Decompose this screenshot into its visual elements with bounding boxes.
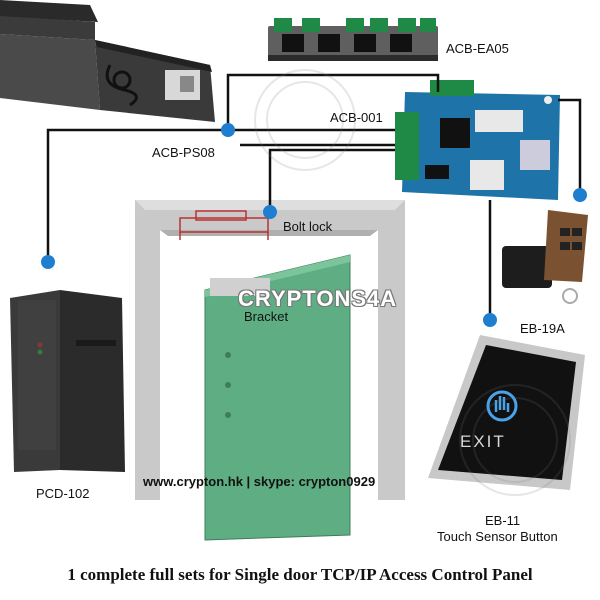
label-acb-001: ACB-001 [330,110,383,125]
expansion-board-image [268,18,438,61]
brand-watermark: CRYPTONS4A [238,286,398,311]
label-eb-11-description: Touch Sensor Button [437,529,558,544]
remote-receiver-image [502,210,588,304]
contact-line: www.crypton.hk | skype: crypton0929 [143,474,376,489]
bolt-lock-image [179,210,269,240]
label-pcd-102: PCD-102 [36,486,90,501]
power-supply-box-image [0,0,215,122]
label-acb-ps08: ACB-PS08 [152,145,215,160]
exit-button-text: EXIT [460,432,506,451]
connection-nodes [41,123,587,327]
label-bolt-lock: Bolt lock [283,219,333,234]
card-reader-image [10,290,125,472]
label-eb-11: EB-11 [485,513,521,528]
exit-button-image [428,335,585,490]
label-bracket: Bracket [244,309,289,324]
label-acb-ea05: ACB-EA05 [446,41,509,56]
door-leaf-image [204,254,351,541]
wiring [46,73,582,320]
watermark-stamps [254,69,571,496]
caption: 1 complete full sets for Single door TCP… [67,565,533,584]
label-eb-19a: EB-19A [520,321,565,336]
controller-board-image [395,80,560,200]
